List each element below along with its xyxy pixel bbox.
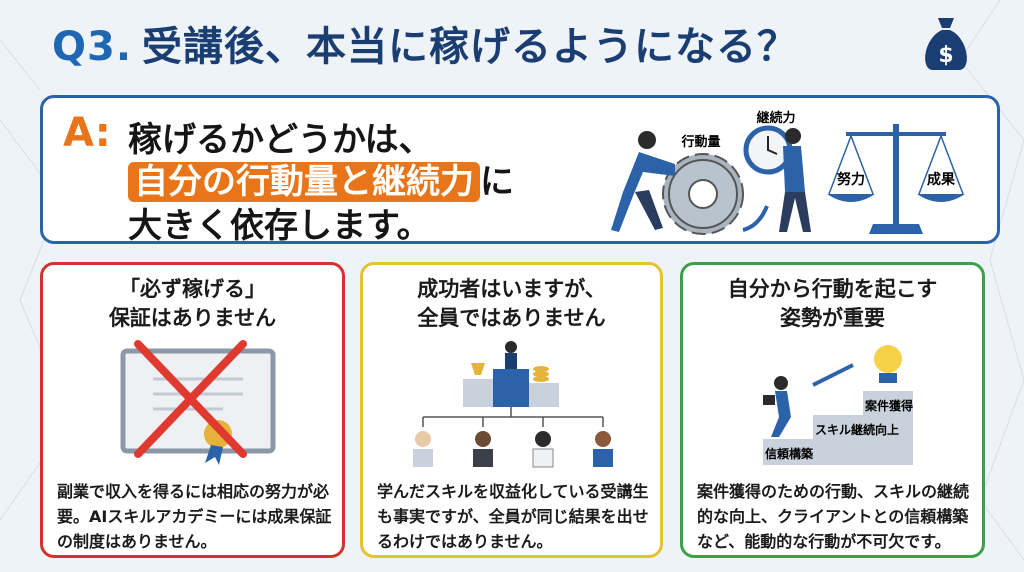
answer-line-1: 稼げるかどうかは、 [128, 120, 433, 160]
lightbulb-icon [874, 345, 902, 373]
trophy-icon [471, 363, 485, 375]
answer-line-3: 大きく依存します。 [128, 206, 431, 246]
page-title: Q3.受講後、本当に稼げるようになる？ [52, 14, 798, 72]
question-text: 受講後、本当に稼げるようになる？ [142, 24, 799, 70]
gear-icon [662, 153, 744, 235]
card-proactive: 自分から行動を起こす姿勢が重要 信頼構築 スキル継続向上 案件獲得 案件獲得のた… [680, 262, 985, 558]
person-pushing-icon [611, 131, 675, 232]
students-icons [413, 431, 613, 468]
svg-text:$: $ [938, 43, 953, 68]
effort-illustration: 行動量 継続力 努力 成果 [611, 110, 965, 235]
card-heading-line-1: 成功者はいますが、 [417, 277, 606, 301]
card-body: 副業で収入を得るには相応の努力が必要。AIスキルアカデミーには成果保証の制度はあ… [57, 482, 332, 551]
card-not-everyone: 成功者はいますが、全員ではありません 学んだスキルを収益化している受講生も事実で… [360, 262, 663, 558]
card-body: 学んだスキルを収益化している受講生も事実ですが、全員が同じ結果を出せるわけではあ… [377, 482, 649, 551]
card-heading-line-1: 自分から行動を起こす [727, 277, 938, 301]
arrow-icon [742, 205, 769, 232]
question-number: Q3. [52, 24, 133, 70]
label-action: 行動量 [680, 134, 720, 150]
answer-suffix: に [480, 162, 514, 202]
step-label: スキル継続向上 [815, 422, 899, 437]
label-continuity: 継続力 [756, 110, 795, 126]
card-body: 案件獲得のための行動、スキルの継続的な向上、クライアントとの信頼構築など、能動的… [697, 482, 970, 551]
card-heading-line-2: 全員ではありません [417, 306, 606, 330]
card-heading-line-2: 保証はありません [108, 306, 277, 330]
success-podium-icon [413, 341, 613, 468]
label-result: 成果 [927, 171, 956, 188]
card-heading-line-1: 「必ず稼げる」 [119, 277, 266, 301]
answer-line-2: 自分の行動量と継続力に [128, 154, 514, 203]
arrow-icon [812, 363, 854, 387]
label-effort: 努力 [837, 171, 865, 188]
answer-box: A: 稼げるかどうかは、 自分の行動量と継続力に 大きく依存します。 行動量 継… [40, 95, 1000, 246]
stairs-illustration: 信頼構築 スキル継続向上 案件獲得 [763, 345, 913, 465]
card-heading: 成功者はいますが、全員ではありません [363, 275, 660, 333]
person-holding-clock-icon [779, 128, 811, 232]
answer-highlight: 自分の行動量と継続力 [128, 162, 480, 202]
briefcase-icon [763, 395, 775, 405]
card-heading: 「必ず稼げる」保証はありません [43, 275, 342, 333]
step-label: 信頼構築 [765, 446, 814, 461]
card-no-guarantee: 「必ず稼げる」保証はありません 副業で収入を得るには相応の努力が必要。AIスキル… [40, 262, 345, 558]
crossed-certificate-icon [120, 340, 276, 465]
money-bag-icon: $ [925, 18, 967, 70]
step-label: 案件獲得 [864, 398, 913, 413]
card-heading-line-2: 姿勢が重要 [780, 306, 885, 330]
climbing-person-icon [771, 376, 791, 437]
scale-icon [827, 124, 965, 234]
answer-mark: A: [63, 110, 111, 156]
card-heading: 自分から行動を起こす姿勢が重要 [683, 275, 982, 333]
